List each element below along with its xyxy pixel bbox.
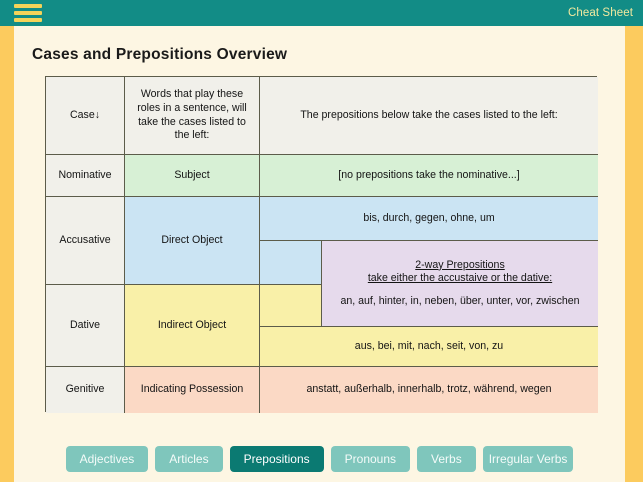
row-accusative-role: Direct Object <box>125 197 260 285</box>
cheat-sheet-label[interactable]: Cheat Sheet <box>567 7 633 19</box>
page-content: Cases and Prepositions Overview Case↓ Wo… <box>14 26 625 482</box>
category-tab-bar: Adjectives Articles Prepositions Pronoun… <box>14 436 625 482</box>
row-genitive-role: Indicating Possession <box>125 367 260 413</box>
row-nominative-prepositions: [no prepositions take the nominative...] <box>260 155 598 197</box>
hamburger-bar-2 <box>14 11 42 15</box>
table-header-prepositions: The prepositions below take the cases li… <box>260 77 598 155</box>
accusative-spacer-cell <box>260 241 322 285</box>
table-header-case: Case↓ <box>46 77 125 155</box>
tab-articles[interactable]: Articles <box>155 446 223 472</box>
cases-prepositions-table: Case↓ Words that play these roles in a s… <box>45 76 598 413</box>
tab-prepositions[interactable]: Prepositions <box>229 446 324 472</box>
row-genitive-prepositions: anstatt, außerhalb, innerhalb, trotz, wä… <box>260 367 598 413</box>
row-accusative-case: Accusative <box>46 197 125 285</box>
left-edge-accent-bar <box>0 26 14 482</box>
table-header-roles: Words that play these roles in a sentenc… <box>125 77 260 155</box>
page-title: Cases and Prepositions Overview <box>32 46 288 63</box>
hamburger-menu-icon[interactable] <box>14 3 42 23</box>
tab-adjectives[interactable]: Adjectives <box>65 446 149 472</box>
row-dative-prepositions: aus, bei, mit, nach, seit, von, zu <box>260 327 598 367</box>
right-edge-accent-bar <box>625 26 643 482</box>
row-nominative-role: Subject <box>125 155 260 197</box>
two-way-list: an, auf, hinter, in, neben, über, unter,… <box>340 294 580 307</box>
row-genitive-case: Genitive <box>46 367 125 413</box>
hamburger-bar-3 <box>14 18 42 22</box>
tab-irregular-verbs[interactable]: Irregular Verbs <box>482 446 574 472</box>
dative-spacer-cell <box>260 285 322 327</box>
hamburger-bar-1 <box>14 4 42 8</box>
row-dative-case: Dative <box>46 285 125 367</box>
two-way-prepositions-cell: 2-way Prepositions take either the accus… <box>322 241 598 327</box>
tab-pronouns[interactable]: Pronouns <box>330 446 411 472</box>
row-accusative-prepositions: bis, durch, gegen, ohne, um <box>260 197 598 241</box>
row-dative-role: Indirect Object <box>125 285 260 367</box>
row-nominative-case: Nominative <box>46 155 125 197</box>
tab-verbs[interactable]: Verbs <box>417 446 476 472</box>
app-bar: Cheat Sheet <box>0 0 643 26</box>
two-way-title: 2-way Prepositions <box>415 258 505 271</box>
two-way-subtitle: take either the accustaive or the dative… <box>367 272 553 285</box>
